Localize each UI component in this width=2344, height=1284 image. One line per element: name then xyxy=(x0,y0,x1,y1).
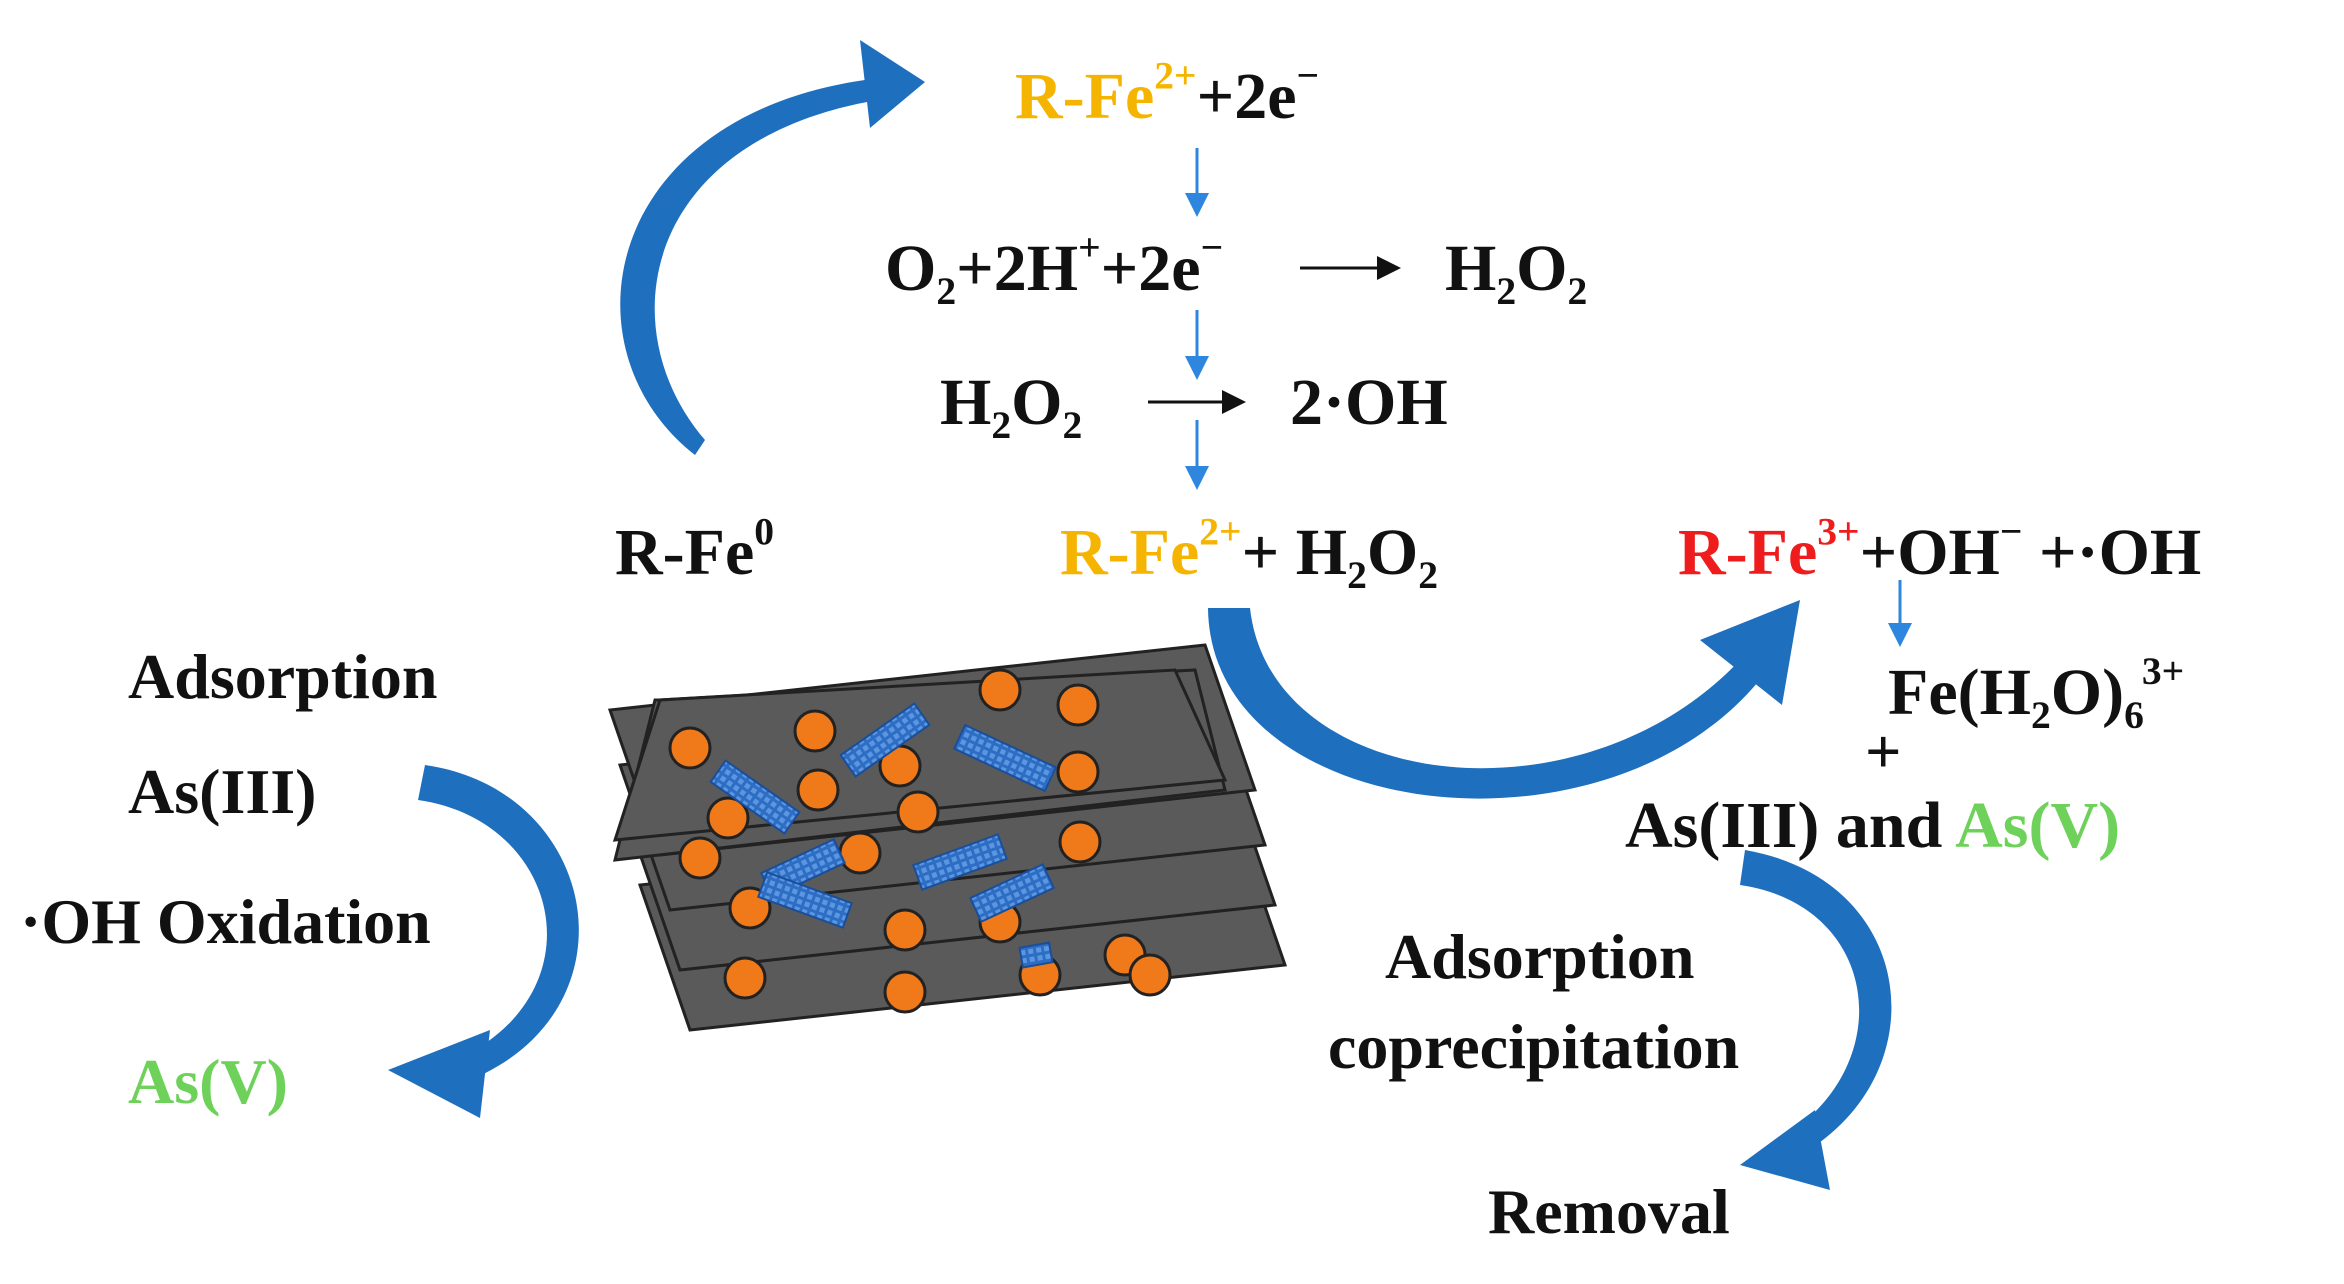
reaction-fe2-electrons: R-Fe2++2e− xyxy=(1015,56,1319,130)
particle xyxy=(723,956,767,1000)
fe2-charge: 2+ xyxy=(1154,53,1197,98)
fe-particles xyxy=(668,668,1172,1014)
particle xyxy=(796,768,840,812)
arsenic-species: As(III) and As(V) xyxy=(1625,793,2120,859)
e-text: +2e xyxy=(1100,232,1201,305)
particle xyxy=(706,796,750,840)
fe2-charge: 2+ xyxy=(1199,509,1242,554)
tube xyxy=(756,871,854,929)
o2-sub: 2 xyxy=(1567,268,1588,313)
o-text: O xyxy=(1011,366,1063,439)
left-as3-label: As(III) xyxy=(128,756,317,827)
h-text: + H xyxy=(1241,516,1348,589)
left-as5-label: As(V) xyxy=(128,1046,288,1117)
reaction-fenton: R-Fe2++ H2O2 xyxy=(1060,512,1438,595)
removal-arrow xyxy=(1740,850,1892,1190)
h-charge: + xyxy=(1078,225,1101,270)
particle xyxy=(838,831,882,875)
o-text: O xyxy=(1366,516,1419,589)
particle xyxy=(1058,820,1102,864)
h-text: H xyxy=(940,366,992,439)
reaction-arrows xyxy=(1148,256,1401,414)
particle xyxy=(896,790,940,834)
reaction-fe3-products: R-Fe3++OH− +·OH xyxy=(1678,512,2201,586)
fe3-charge: 3+ xyxy=(1817,509,1860,554)
hydroxide-charge: − xyxy=(1999,509,2023,554)
particle xyxy=(668,726,712,770)
right-adsorption-label: Adsorption xyxy=(1385,921,1695,992)
particle xyxy=(883,970,927,1014)
hydrate-b-sub: 6 xyxy=(2124,692,2144,737)
coprecipitation-label: coprecipitation xyxy=(1328,1011,1740,1082)
electrons-text: +2e xyxy=(1196,60,1297,133)
tube xyxy=(709,759,801,835)
h2-sub: 2 xyxy=(1496,268,1517,313)
product-hydroxyl: 2·OH xyxy=(1290,370,1448,436)
h-sub: 2 xyxy=(991,402,1012,447)
oxidation-label: ·OH Oxidation xyxy=(20,886,431,957)
carbon-tubes xyxy=(709,702,1058,969)
tube xyxy=(952,723,1058,793)
h2-text: H xyxy=(1445,232,1497,305)
e-charge: − xyxy=(1200,225,1224,270)
fe0-charge: 0 xyxy=(754,509,775,554)
as3-text: As(III) xyxy=(1625,789,1820,862)
particle xyxy=(1128,953,1172,997)
hydrate-a: Fe(H xyxy=(1888,656,2031,729)
h-sub: 2 xyxy=(1347,552,1367,597)
particle xyxy=(1056,683,1100,727)
left-adsorption-label: Adsorption xyxy=(128,641,438,712)
product-h2o2: H2O2 xyxy=(1445,236,1587,311)
tube xyxy=(839,702,931,778)
removal-label: Removal xyxy=(1488,1176,1730,1247)
fe2-species: R-Fe xyxy=(1015,60,1155,133)
h-text: +2H xyxy=(956,232,1079,305)
hydrate-charge: 3+ xyxy=(2141,649,2185,694)
oxidation-arrow xyxy=(1208,600,1800,799)
left-oxidation-arrow xyxy=(388,765,579,1118)
reaction-oxygen-reduction: O2+2H++2e− xyxy=(885,228,1223,311)
particle xyxy=(883,908,927,952)
o-sub: 2 xyxy=(936,268,957,313)
tube xyxy=(1018,941,1054,969)
small-down-arrows xyxy=(1185,148,1912,647)
tube xyxy=(911,833,1009,891)
hydroxyl-radical-text: +·OH xyxy=(2022,516,2202,589)
fe2-species: R-Fe xyxy=(1060,516,1200,589)
reactant-fe0: R-Fe0 xyxy=(615,512,774,586)
electron-charge: − xyxy=(1296,53,1320,98)
o-text: O xyxy=(885,232,937,305)
hydroxyl-text: 2·OH xyxy=(1290,366,1448,439)
o-sub: 2 xyxy=(1418,552,1438,597)
material-stack xyxy=(607,643,1288,1032)
tube xyxy=(968,862,1056,924)
particle xyxy=(1056,750,1100,794)
hydrate-a-sub: 2 xyxy=(2030,692,2051,737)
o2-text: O xyxy=(1516,232,1568,305)
hydroxide-text: +OH xyxy=(1859,516,2000,589)
hydrate-b: O) xyxy=(2050,656,2125,729)
particle xyxy=(793,709,837,753)
cycle-arrow-up xyxy=(620,40,925,455)
particle xyxy=(978,668,1022,712)
o-sub: 2 xyxy=(1062,402,1083,447)
as5-text: As(V) xyxy=(1955,789,2121,862)
plus-sign: + xyxy=(1865,716,1902,787)
fe3-species: R-Fe xyxy=(1678,516,1818,589)
iron-hydrate: Fe(H2O)63+ xyxy=(1888,652,2184,735)
particle xyxy=(678,836,722,880)
and-text: and xyxy=(1819,789,1956,862)
reactant-h2o2: H2O2 xyxy=(940,370,1082,445)
fe0-species: R-Fe xyxy=(615,516,755,589)
